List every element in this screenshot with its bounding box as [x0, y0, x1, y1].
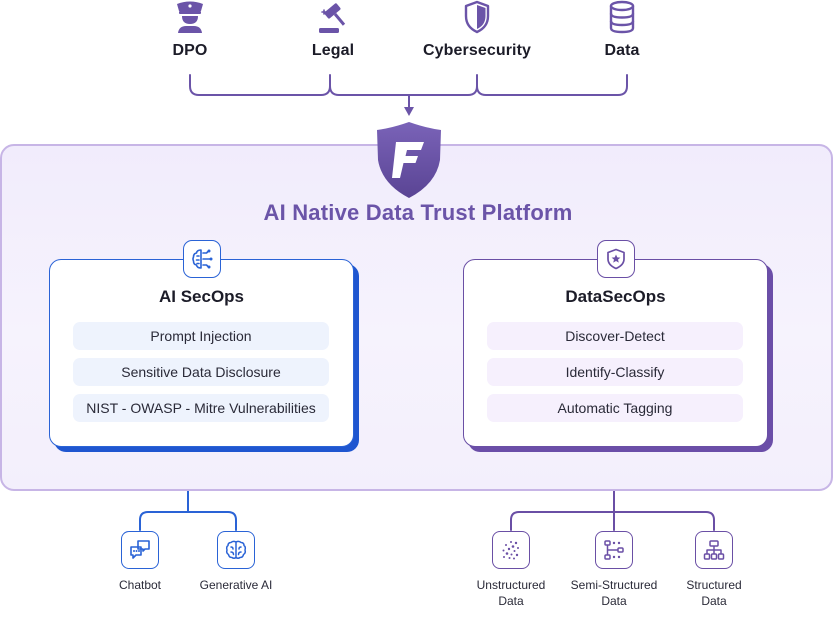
ai-secops-card: AI SecOps Prompt Injection Sensitive Dat… — [49, 240, 354, 447]
output-generative-ai: Generative AI — [186, 531, 286, 593]
output-label: Generative AI — [199, 578, 273, 592]
datasecops-item: Automatic Tagging — [487, 394, 743, 422]
datasecops-card: DataSecOps Discover-Detect Identify-Clas… — [463, 240, 768, 447]
stakeholder-dpo: DPO — [110, 0, 270, 60]
badge-star-icon — [606, 248, 625, 270]
brain-circuit-icon — [191, 249, 212, 269]
output-unstructured-data: Unstructured Data — [464, 531, 558, 609]
ai-secops-item: Prompt Injection — [73, 322, 329, 350]
hierarchy-icon — [703, 540, 725, 560]
brain-icon — [225, 540, 247, 559]
database-icon — [609, 0, 635, 34]
stakeholder-label: Data — [604, 42, 640, 59]
structured-data-box — [695, 531, 733, 569]
gavel-icon — [319, 3, 346, 33]
output-label: Unstructured Data — [476, 578, 546, 608]
unstructured-data-box — [492, 531, 530, 569]
scatter-dots-icon — [502, 541, 519, 560]
output-structured-data: Structured Data — [672, 531, 756, 609]
partial-tree-icon — [604, 540, 624, 560]
ai-secops-badge — [182, 240, 221, 278]
stakeholder-data: Data — [542, 0, 702, 60]
datasecops-title: DataSecOps — [565, 287, 666, 306]
platform-title: AI Native Data Trust Platform — [263, 200, 573, 225]
ai-secops-item: Sensitive Data Disclosure — [73, 358, 329, 386]
output-semi-structured-data: Semi-Structured Data — [562, 531, 666, 609]
output-label: Structured Data — [686, 578, 742, 608]
datasecops-badge — [596, 240, 635, 278]
stakeholder-label: Cybersecurity — [422, 42, 532, 59]
stakeholder-label: Legal — [311, 42, 355, 59]
stakeholder-legal: Legal — [253, 0, 413, 60]
ai-secops-item: NIST - OWASP - Mitre Vulnerabilities — [73, 394, 329, 422]
semi-structured-data-box — [595, 531, 633, 569]
officer-icon — [177, 1, 203, 33]
output-chatbot: Chatbot — [100, 531, 180, 593]
ai-secops-title: AI SecOps — [158, 287, 245, 306]
datasecops-item: Identify-Classify — [487, 358, 743, 386]
generative-ai-box — [217, 531, 255, 569]
output-label: Semi-Structured Data — [570, 578, 658, 608]
output-label: Chatbot — [118, 578, 162, 592]
chatbot-box — [121, 531, 159, 569]
stakeholder-cybersecurity: Cybersecurity — [397, 0, 557, 60]
datasecops-item: Discover-Detect — [487, 322, 743, 350]
stakeholder-label: DPO — [172, 42, 208, 59]
chat-icon — [130, 540, 150, 559]
shield-icon — [464, 0, 490, 34]
platform-logo-icon — [377, 122, 441, 198]
